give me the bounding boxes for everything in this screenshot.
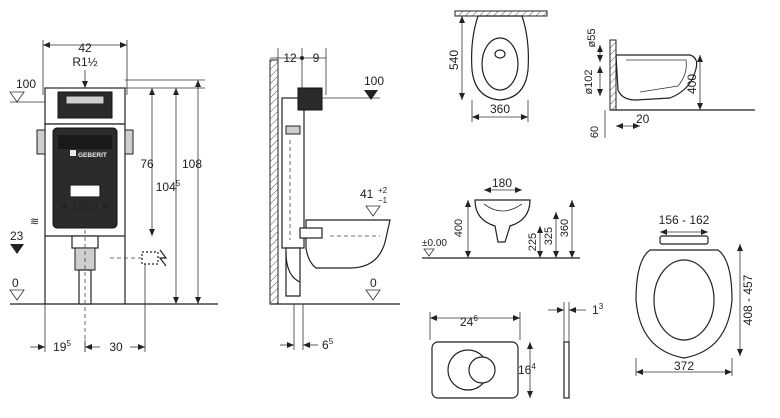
dim-seat-width: 372: [674, 359, 694, 373]
level-marker: [365, 205, 381, 217]
electric-icon: [158, 249, 168, 267]
bowl-top-view: 540 360: [447, 10, 548, 122]
dim-108: 108: [182, 157, 202, 171]
bowl-outlet: [494, 49, 506, 59]
level-marker-filled: [10, 244, 24, 254]
drain-section: [285, 247, 301, 297]
dim-seat-top: 156 - 162: [659, 213, 710, 227]
wall-section: [609, 39, 617, 111]
level-zero: ±0.00: [422, 238, 447, 249]
basin-inner: [483, 203, 523, 212]
level-23: 23: [10, 229, 24, 243]
flush-plate-view: 246 164 13: [429, 302, 604, 399]
dim-540: 540: [447, 50, 461, 70]
bowl-side-view: ø55 ø102 400 60 20: [583, 29, 755, 138]
plate-profile: [563, 341, 570, 399]
valve: [65, 95, 105, 105]
bowl-inner-profile: [626, 59, 687, 93]
flush-plate-opening: [69, 184, 101, 198]
dim-12: 12: [283, 51, 297, 65]
drain-bend: [285, 251, 301, 283]
bowl-inner: [481, 37, 519, 91]
dim-325: 325: [543, 227, 555, 245]
brand-logo: GEBERIT: [78, 152, 107, 159]
dim-104: 1045: [156, 179, 181, 194]
tank-band: [58, 135, 112, 149]
dim-20: 20: [636, 112, 650, 126]
inlet-section: [297, 87, 323, 111]
dim-16: 164: [518, 362, 536, 377]
bracket-right: [124, 129, 134, 155]
dim-dot: [300, 56, 304, 60]
dim-41-lower: −1: [378, 196, 388, 205]
dim-400: 400: [685, 74, 699, 94]
dim-76: 76: [140, 157, 154, 171]
level-marker: [9, 289, 25, 301]
dim-41: 41: [360, 187, 374, 201]
wall-plan: [454, 10, 548, 17]
level-100: 100: [364, 74, 384, 88]
level-marker: [9, 91, 25, 103]
basin-outline: [474, 199, 531, 243]
dim-24: 246: [460, 314, 478, 329]
dim-55: ø55: [586, 29, 598, 48]
flush-button-small: [468, 356, 496, 384]
water-icon: ≋: [30, 216, 39, 228]
wc-bowl-section: [305, 219, 391, 269]
frame-side-view: 12 9 100 41 +2 −1 0 65: [269, 48, 400, 352]
bracket-left: [36, 129, 46, 155]
socket-box: [141, 251, 159, 265]
basin-view: ±0.00 180 400 225 325 360: [422, 176, 580, 259]
dim-102: ø102: [583, 69, 595, 94]
dim-60: 60: [589, 126, 601, 138]
dim-41-upper: +2: [378, 186, 388, 195]
bowl-connector: [299, 227, 323, 239]
seat-inner: [653, 259, 715, 341]
dim-400: 400: [453, 219, 465, 237]
valve-section: [285, 125, 301, 135]
level-0: 0: [370, 276, 377, 290]
seat-hinge: [659, 235, 709, 245]
wall-section: [269, 59, 279, 305]
level-100: 100: [16, 77, 36, 91]
dim-225: 225: [527, 233, 539, 251]
dim-seat-height: 408 - 457: [741, 274, 755, 325]
bowl-profile: [615, 54, 698, 101]
dim-9: 9: [313, 51, 320, 65]
dim-19: 195: [53, 339, 71, 354]
dim-inlet: R1½: [72, 55, 97, 69]
dim-6: 65: [322, 337, 334, 352]
level-0: 0: [12, 276, 19, 290]
dim-30: 30: [109, 340, 123, 354]
seat-view: 156 - 162 408 - 457 372: [635, 213, 755, 376]
dim-42: 42: [78, 41, 92, 55]
logo-mark: [70, 150, 76, 156]
level-marker: [365, 289, 381, 301]
level-marker-filled: [364, 90, 378, 100]
frame-front-view: 42 R1½ GEBERIT 18/23 ≋ 76: [9, 40, 218, 354]
dim-1: 13: [592, 302, 604, 317]
cistern-section: [281, 97, 305, 249]
dim-360: 360: [559, 219, 571, 237]
dim-360: 360: [490, 102, 510, 116]
level-marker: [423, 248, 435, 257]
dim-flush: 18/23: [71, 201, 99, 213]
dim-180: 180: [492, 176, 512, 190]
